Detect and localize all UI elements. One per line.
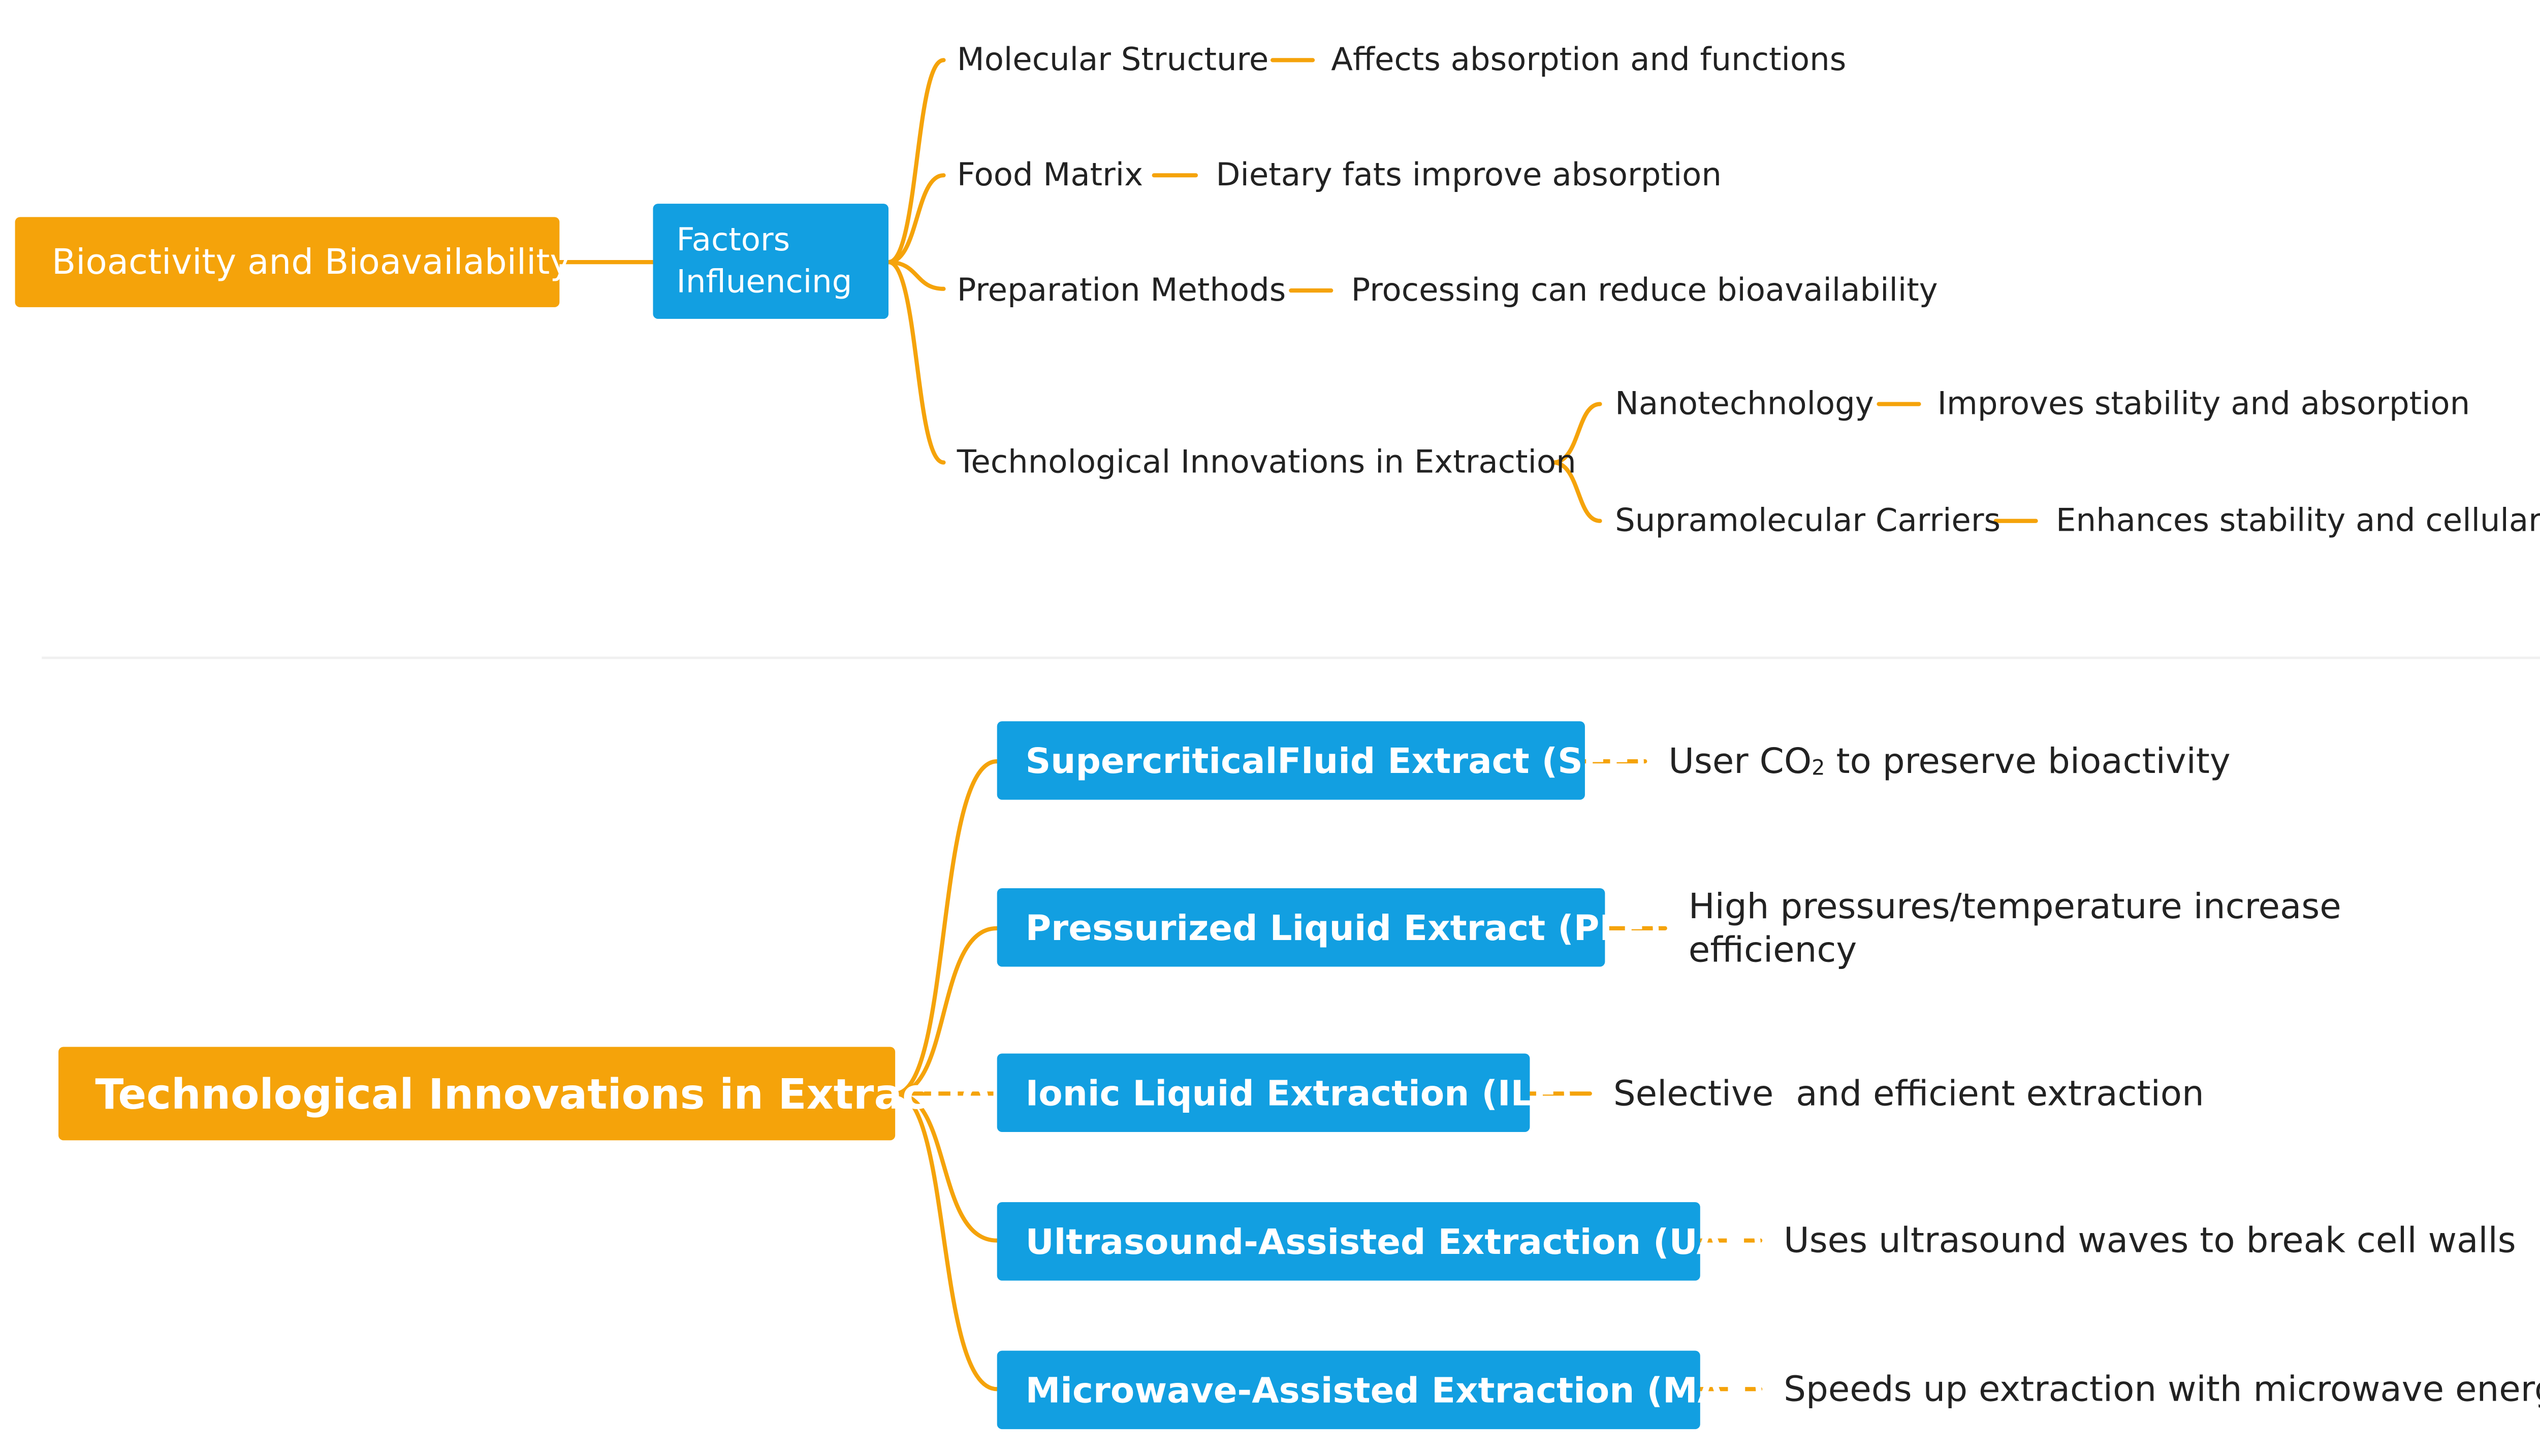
note-molecular-structure: Affects absorption and functions — [1331, 37, 1846, 83]
note-text: Uses ultrasound waves to break cell wall… — [1784, 1220, 2516, 1261]
note-line-1: High pressures/temperature increase — [1688, 886, 2341, 927]
connector-techinnov-nano — [1551, 402, 1602, 465]
note-text: Dietary fats improve absorption — [1216, 157, 1722, 194]
note-subscript: 2 — [1812, 754, 1825, 780]
method-label: Pressurized Liquid Extract (PLE) — [1025, 907, 1662, 948]
note-mae: Speeds up extraction with microwave ener… — [1784, 1363, 2540, 1416]
method-label: SupercriticalFluid Extract (SFE) — [1025, 740, 1647, 781]
branch-label: Nanotechnology — [1615, 385, 1874, 423]
connector-root2-ple — [893, 926, 999, 1096]
note-line-2: efficiency — [1688, 930, 1857, 970]
note-nanotechnology: Improves stability and absorption — [1938, 381, 2470, 428]
subbranch-supramolecular-carriers[interactable]: Supramolecular Carriers — [1615, 498, 2001, 544]
factors-influencing-label: Factors Influencing — [676, 221, 852, 300]
method-label: Ultrasound-Assisted Extraction (UAE) — [1025, 1221, 1764, 1261]
note-preparation-methods: Processing can reduce bioavailability — [1351, 267, 1938, 314]
note-text: Speeds up extraction with microwave ener… — [1784, 1369, 2540, 1409]
note-uae: Uses ultrasound waves to break cell wall… — [1784, 1214, 2516, 1267]
note-text: Improves stability and absorption — [1937, 385, 2470, 423]
connector-root2-uae — [893, 1091, 999, 1243]
method-node-mae[interactable]: Microwave-Assisted Extraction (MAE) — [997, 1350, 1765, 1430]
note-text: Processing can reduce bioavailability — [1351, 272, 1938, 309]
root-node-bioactivity[interactable]: Bioactivity and Bioavailability — [15, 217, 570, 307]
subbranch-nanotechnology[interactable]: Nanotechnology — [1615, 381, 1874, 428]
method-node-ile[interactable]: Ionic Liquid Extraction (ILE) — [997, 1053, 1573, 1132]
branch-label: Molecular Structure — [957, 42, 1269, 79]
branch-food-matrix[interactable]: Food Matrix — [957, 152, 1143, 199]
note-text: Affects absorption and functions — [1331, 42, 1847, 79]
connector-root2-mae — [893, 1091, 999, 1392]
note-food-matrix: Dietary fats improve absorption — [1216, 152, 1722, 199]
branch-label: Preparation Methods — [957, 272, 1286, 309]
method-label: Microwave-Assisted Extraction (MAE) — [1025, 1370, 1765, 1410]
note-supramolecular-carriers: Enhances stability and cellular uptake — [2056, 498, 2540, 544]
method-node-ple[interactable]: Pressurized Liquid Extract (PLE) — [997, 888, 1662, 967]
note-ile: Selective and efficient extraction — [1613, 1067, 2204, 1120]
method-label: Ionic Liquid Extraction (ILE) — [1025, 1073, 1573, 1113]
root-node-tech-innovations[interactable]: Technological Innovations in Extraction — [58, 1047, 1020, 1141]
connector-factors-techinnov — [886, 260, 946, 465]
branch-label: Food Matrix — [957, 157, 1144, 194]
connector-factors-molecular — [886, 58, 946, 265]
branch-molecular-structure[interactable]: Molecular Structure — [957, 37, 1269, 83]
connector-factors-foodmatrix — [886, 173, 946, 265]
note-text-post: to preserve bioactivity — [1825, 741, 2231, 782]
branch-label: Supramolecular Carriers — [1615, 502, 2001, 539]
root-node-tech-innovations-label: Technological Innovations in Extraction — [95, 1069, 1020, 1118]
note-text-pre: User CO — [1668, 741, 1812, 782]
method-node-sfe[interactable]: SupercriticalFluid Extract (SFE) — [997, 721, 1647, 800]
connector-root2-sfe — [893, 759, 999, 1096]
connector-techinnov-supra — [1551, 460, 1602, 523]
branch-technological-innovations[interactable]: Technological Innovations in Extraction — [957, 439, 1576, 486]
branch-preparation-methods[interactable]: Preparation Methods — [957, 267, 1286, 314]
method-node-uae[interactable]: Ultrasound-Assisted Extraction (UAE) — [997, 1202, 1764, 1281]
note-text: Enhances stability and cellular uptake — [2056, 502, 2540, 539]
factors-influencing-node[interactable]: Factors Influencing — [653, 204, 889, 319]
connector-factors-preparation — [886, 260, 946, 291]
note-text: Selective and efficient extraction — [1613, 1073, 2204, 1114]
root-node-bioactivity-label: Bioactivity and Bioavailability — [51, 242, 571, 282]
note-ple: High pressures/temperature increase effi… — [1689, 882, 2341, 975]
branch-label: Technological Innovations in Extraction — [957, 444, 1576, 481]
